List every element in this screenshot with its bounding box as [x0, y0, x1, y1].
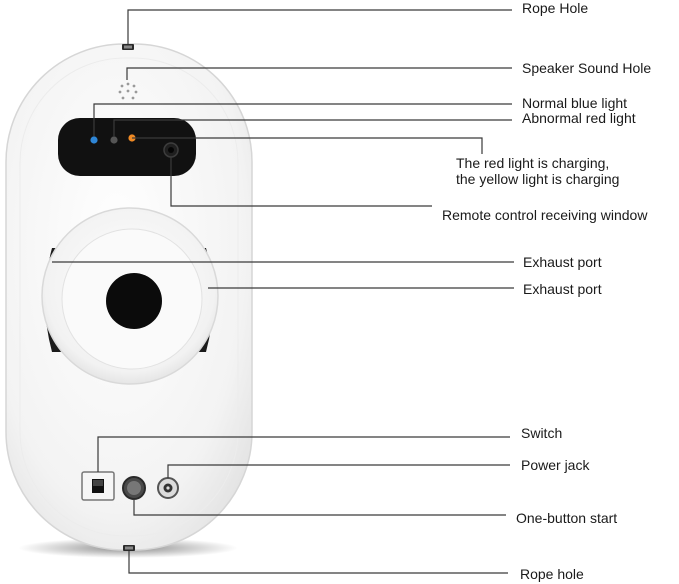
red-led-icon: [110, 136, 118, 144]
label-exhaust-port-2: Exhaust port: [523, 281, 602, 297]
label-switch: Switch: [521, 425, 563, 441]
suction-hole: [106, 273, 162, 329]
device-inner-rim: [19, 57, 239, 537]
label-rope-hole-top: Rope Hole: [522, 0, 589, 16]
label-abnormal-red-light: Abnormal red light: [522, 110, 636, 126]
blue-led-icon: [90, 136, 98, 144]
label-speaker-sound-hole: Speaker Sound Hole: [522, 60, 652, 76]
speaker-hole-icon: [118, 82, 138, 100]
label-exhaust-port-1: Exhaust port: [523, 254, 602, 270]
label-one-button-start: One-button start: [516, 510, 618, 526]
indicator-panel: [58, 118, 196, 176]
label-charging-line2: the yellow light is charging: [456, 171, 620, 187]
label-rope-hole-bottom: Rope hole: [520, 566, 584, 582]
label-charging-line1: The red light is charging,: [456, 155, 610, 171]
label-power-jack: Power jack: [521, 457, 590, 473]
label-remote-window: Remote control receiving window: [442, 207, 648, 223]
leader-lines: [52, 9, 514, 574]
label-normal-blue-light: Normal blue light: [522, 95, 628, 111]
